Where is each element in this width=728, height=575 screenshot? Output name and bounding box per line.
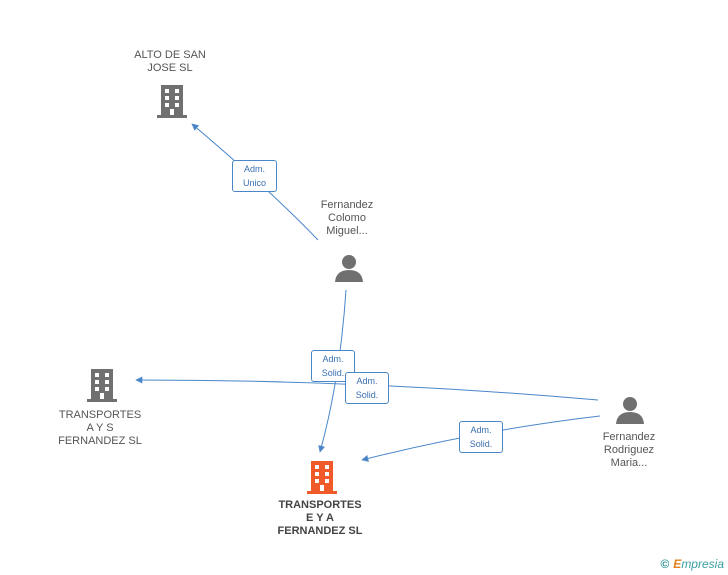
edge-label-adm-unico[interactable]: Adm. Unico: [232, 160, 277, 192]
person-icon[interactable]: [614, 395, 646, 425]
person-icon[interactable]: [333, 253, 365, 283]
person-label-rodriguez: Fernandez Rodriguez Maria...: [602, 431, 656, 469]
edge-label-adm-solid-rodriguez-ays[interactable]: Adm. Solid.: [345, 372, 389, 404]
brand-footer: ©Empresia: [660, 557, 724, 571]
edge-label-adm-solid-rodriguez-eya[interactable]: Adm. Solid.: [459, 421, 503, 453]
building-icon[interactable]: [155, 83, 189, 119]
building-icon[interactable]: [85, 367, 119, 403]
company-label-ays: TRANSPORTES A Y S FERNANDEZ SL: [58, 409, 142, 447]
building-icon[interactable]: [305, 459, 339, 495]
brand-logo-letter: E: [673, 557, 682, 571]
company-label-alto: ALTO DE SAN JOSE SL: [134, 49, 206, 74]
person-label-colomo: Fernandez Colomo Miguel...: [320, 199, 374, 237]
company-label-eya: TRANSPORTES E Y A FERNANDEZ SL: [277, 499, 363, 537]
brand-name: mpresia: [681, 557, 724, 571]
copyright-symbol: ©: [660, 557, 670, 571]
